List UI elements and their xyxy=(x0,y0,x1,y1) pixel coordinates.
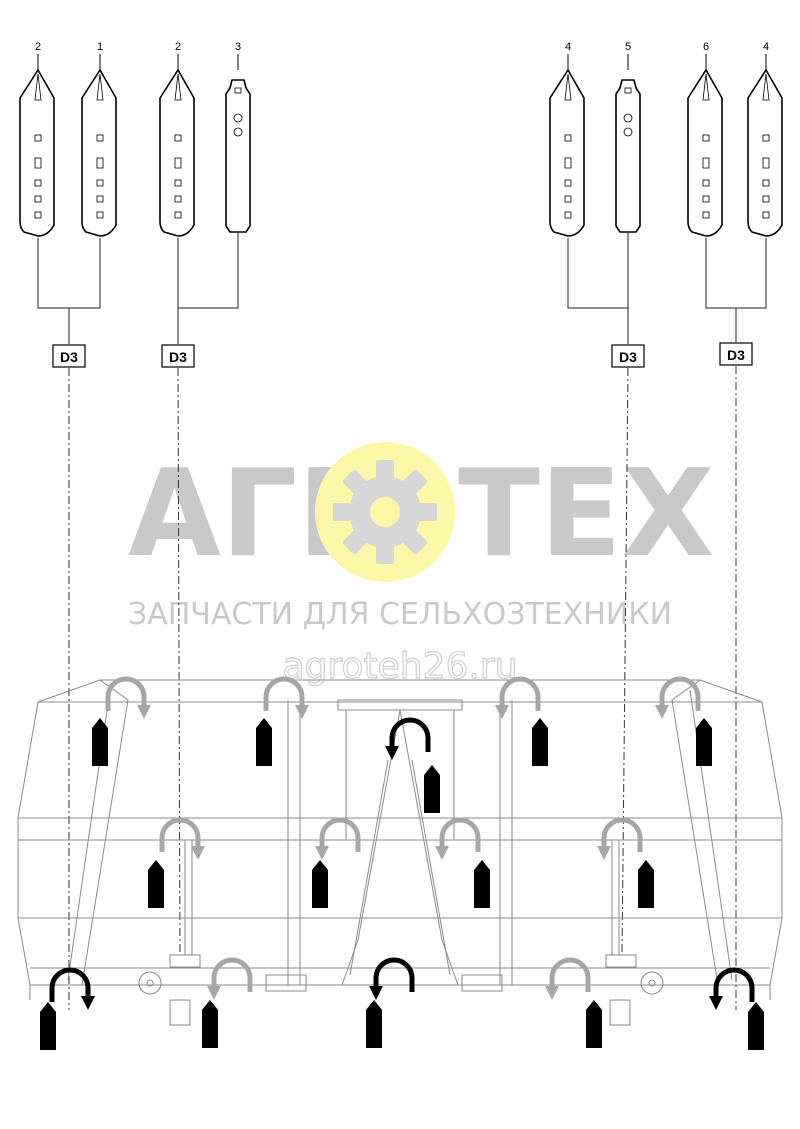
pointer-marker-icon xyxy=(92,718,108,766)
rotation-arrow-icon xyxy=(597,817,643,860)
rotation-arrow-icon xyxy=(545,957,591,1000)
group-label: D3 xyxy=(60,349,78,365)
part-number-label: 1 xyxy=(97,41,103,53)
pointer-marker-icon xyxy=(40,1002,56,1050)
pointer-marker-icon xyxy=(202,1000,218,1048)
group-label: D3 xyxy=(619,349,637,365)
part-number-label: 2 xyxy=(35,41,41,53)
pointer-marker-icon xyxy=(748,1002,764,1050)
part-bracket-illustration: 3 xyxy=(225,41,251,233)
pointer-marker-icon xyxy=(148,860,164,908)
part-number-label: 3 xyxy=(235,41,241,53)
rotation-arrow-icon xyxy=(655,676,701,719)
part-tooth-illustration: 1 xyxy=(81,41,117,237)
leader-lines xyxy=(37,232,767,344)
pointer-marker-icon xyxy=(256,718,272,766)
rotation-arrow-icon xyxy=(315,817,361,860)
part-number-label: 6 xyxy=(703,41,709,53)
part-number-label: 2 xyxy=(175,41,181,53)
pointer-marker-icon xyxy=(424,765,440,813)
group-label: D3 xyxy=(727,347,745,363)
part-number-label: 4 xyxy=(763,41,769,53)
rotation-arrows xyxy=(40,676,764,1050)
group-label-box-2: D3 xyxy=(161,344,195,368)
rotation-arrow-icon xyxy=(385,717,431,760)
part-number-label: 5 xyxy=(625,41,631,53)
rotation-arrow-icon xyxy=(105,676,151,719)
part-tooth-illustration: 4 xyxy=(747,41,783,237)
part-bracket-illustration: 5 xyxy=(615,41,641,233)
watermark-brand-right: ТЕХ xyxy=(458,445,714,584)
pointer-marker-icon xyxy=(474,860,490,908)
watermark-url: agroteh26.ru xyxy=(283,646,518,687)
rotation-arrow-icon xyxy=(263,676,309,719)
part-tooth-illustration: 6 xyxy=(687,41,723,237)
pointer-marker-icon xyxy=(532,718,548,766)
pointer-marker-icon xyxy=(638,860,654,908)
rotation-arrow-icon xyxy=(49,967,95,1010)
projection-lines xyxy=(68,366,737,1010)
group-label: D3 xyxy=(169,349,187,365)
rotation-arrow-icon xyxy=(159,817,205,860)
pointer-marker-icon xyxy=(312,860,328,908)
rotation-arrow-icon xyxy=(369,957,415,1000)
part-tooth-illustration: 4 xyxy=(549,41,585,237)
parts-row: 2 1 2 3 4 5 6 4 xyxy=(19,41,783,237)
part-tooth-illustration: 2 xyxy=(19,41,55,237)
rotation-arrow-icon xyxy=(435,817,481,860)
part-tooth-illustration: 2 xyxy=(159,41,195,237)
watermark-subtitle: ЗАПЧАСТИ ДЛЯ СЕЛЬХОЗТЕХНИКИ xyxy=(128,597,672,632)
rotation-arrow-icon xyxy=(207,957,253,1000)
part-number-label: 4 xyxy=(565,41,571,53)
pointer-marker-icon xyxy=(696,718,712,766)
pointer-marker-icon xyxy=(366,1000,382,1048)
gear-logo-icon xyxy=(315,442,455,582)
rotation-arrow-icon xyxy=(495,676,541,719)
group-label-box-4: D3 xyxy=(719,342,753,366)
rotation-arrow-icon xyxy=(709,967,755,1010)
watermark: АГР ТЕХ ЗАПЧАСТИ ДЛЯ СЕЛЬХОЗТЕХНИКИ agro… xyxy=(128,442,714,688)
machine-frame xyxy=(17,679,783,1026)
group-label-box-3: D3 xyxy=(611,344,645,368)
group-label-box-1: D3 xyxy=(52,344,86,368)
pointer-marker-icon xyxy=(586,1000,602,1048)
